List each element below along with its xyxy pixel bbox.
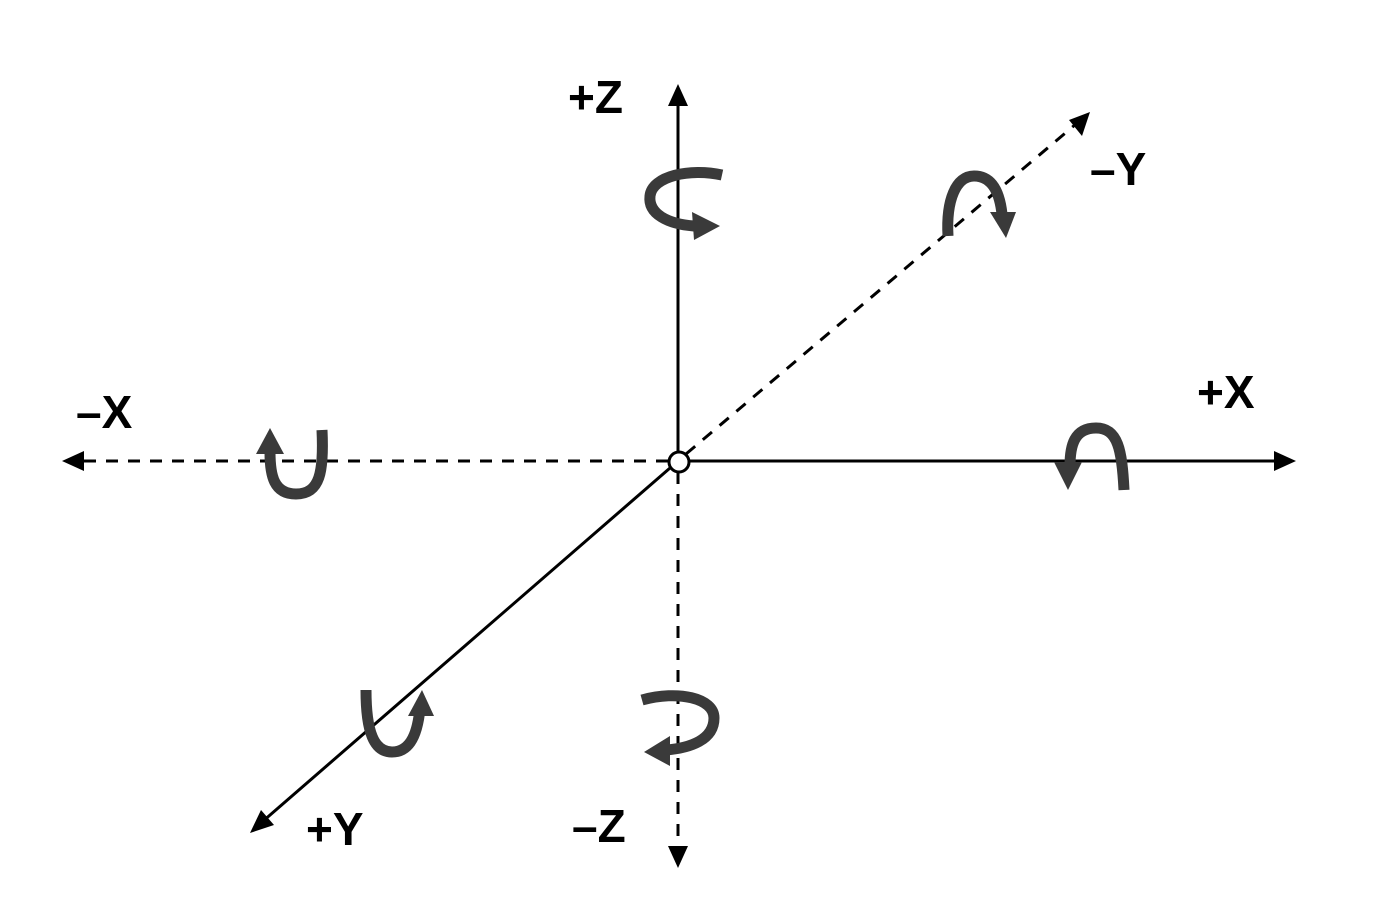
origin-circle bbox=[667, 450, 691, 474]
positive-y-arrowhead bbox=[250, 810, 274, 833]
positive-z-arrowhead bbox=[668, 84, 688, 106]
positive-x-arrowhead bbox=[1274, 451, 1296, 471]
positive-x-label: +X bbox=[1197, 366, 1255, 418]
negative-y-label: –Y bbox=[1090, 143, 1146, 195]
positive-x-rotation-arrow-icon bbox=[1054, 422, 1130, 491]
negative-x-label: –X bbox=[76, 386, 133, 438]
negative-x-rotation-arrow-icon bbox=[256, 428, 328, 500]
positive-z-rotation-arrow-icon bbox=[644, 167, 724, 240]
negative-x-arrowhead bbox=[62, 451, 84, 471]
positive-z-label: +Z bbox=[568, 71, 623, 123]
positive-y-label: +Y bbox=[306, 803, 364, 855]
negative-z-arrowhead bbox=[668, 846, 688, 868]
positive-y-axis bbox=[261, 466, 671, 824]
negative-z-rotation-arrow-icon bbox=[640, 690, 720, 766]
positive-y-rotation-arrow-icon bbox=[360, 689, 434, 758]
negative-y-rotation-arrow-icon bbox=[942, 170, 1016, 238]
negative-z-label: –Z bbox=[572, 800, 626, 852]
negative-y-arrowhead bbox=[1069, 112, 1090, 136]
negative-y-axis bbox=[685, 122, 1077, 456]
